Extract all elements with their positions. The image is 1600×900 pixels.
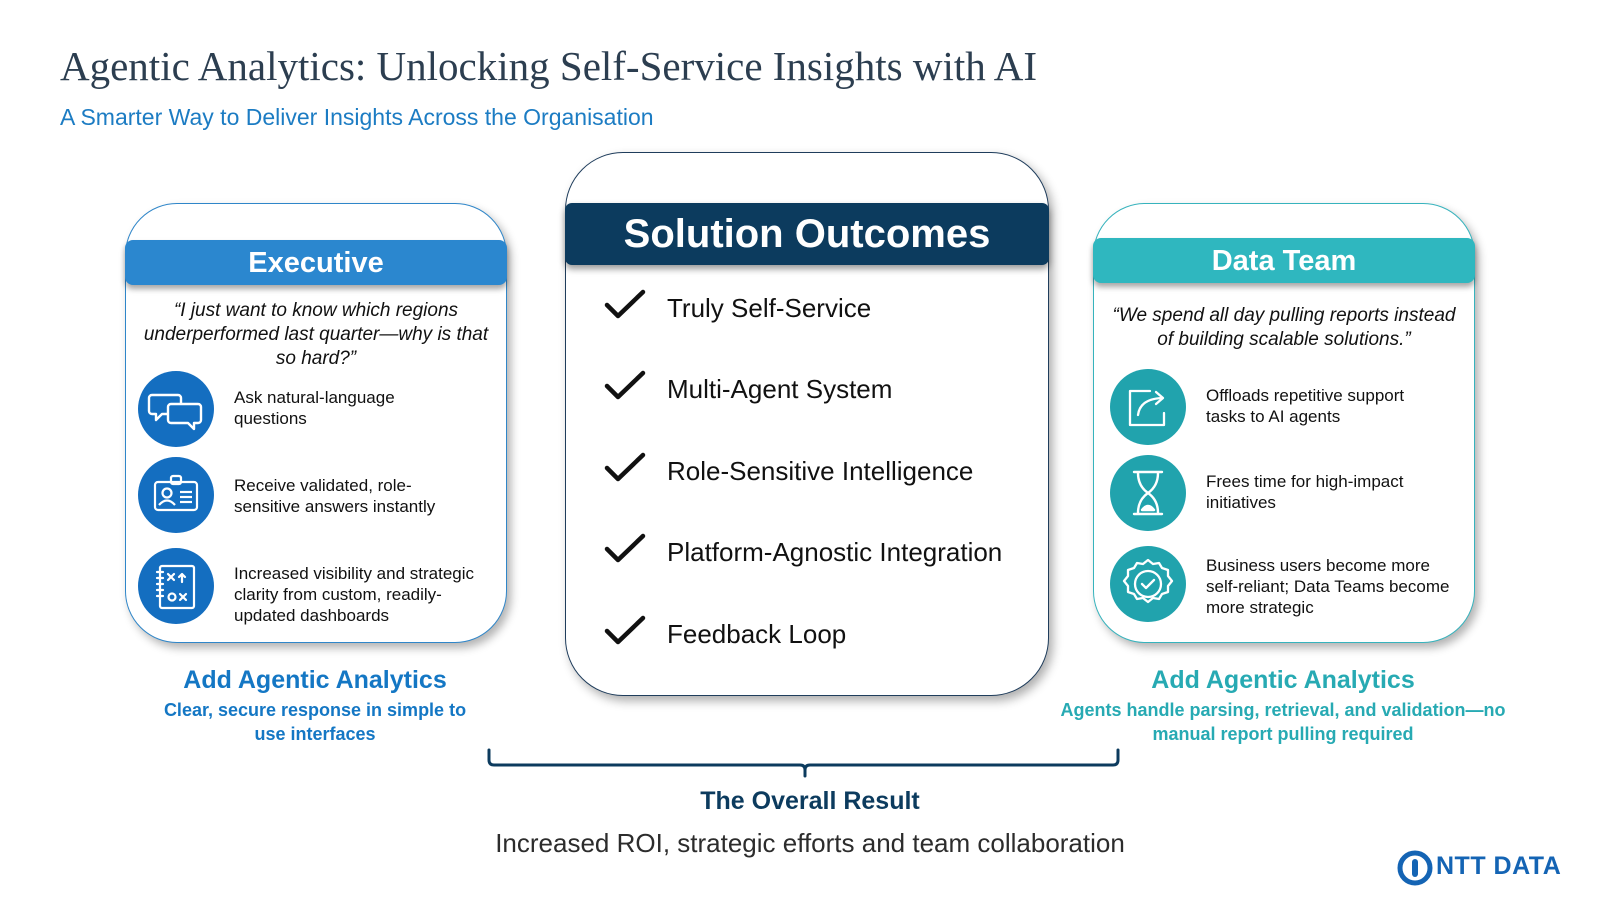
executive-feature-3: Increased visibility and strategic clari… bbox=[234, 564, 475, 625]
verified-badge-icon bbox=[1110, 546, 1186, 622]
check-icon bbox=[604, 452, 646, 482]
chat-bubbles-icon bbox=[138, 371, 214, 447]
outcome-item-1: Truly Self-Service bbox=[667, 293, 872, 323]
outcome-item-2: Multi-Agent System bbox=[667, 374, 893, 404]
hourglass-icon bbox=[1110, 455, 1186, 531]
executive-add-desc: Clear, secure response in simple to use … bbox=[163, 700, 467, 744]
data-team-add-title: Add Agentic Analytics bbox=[1151, 666, 1415, 694]
executive-add-title: Add Agentic Analytics bbox=[183, 666, 447, 694]
solution-outcomes-header: Solution Outcomes bbox=[565, 203, 1049, 265]
ntt-data-logo bbox=[1397, 850, 1433, 886]
overall-bracket bbox=[487, 748, 1120, 778]
overall-result-title: The Overall Result bbox=[700, 787, 920, 815]
page-subtitle: A Smarter Way to Deliver Insights Across… bbox=[60, 104, 654, 130]
outcome-item-4: Platform-Agnostic Integration bbox=[667, 537, 1003, 567]
id-card-icon bbox=[138, 457, 214, 533]
data-team-quote: “We spend all day pulling reports instea… bbox=[1112, 305, 1456, 350]
executive-feature-2: Receive validated, role-sensitive answer… bbox=[234, 476, 436, 516]
page-title: Agentic Analytics: Unlocking Self-Servic… bbox=[60, 43, 1038, 89]
data-team-add-desc: Agents handle parsing, retrieval, and va… bbox=[1060, 700, 1506, 744]
check-icon bbox=[604, 289, 646, 319]
outcome-item-5: Feedback Loop bbox=[667, 619, 847, 649]
data-team-feature-3: Business users become more self-reliant;… bbox=[1206, 556, 1450, 617]
check-icon bbox=[604, 533, 646, 563]
overall-result-text: Increased ROI, strategic efforts and tea… bbox=[495, 828, 1125, 858]
strategy-board-icon bbox=[138, 548, 214, 624]
executive-header: Executive bbox=[125, 240, 507, 285]
outcome-item-3: Role-Sensitive Intelligence bbox=[667, 456, 974, 486]
share-arrow-icon bbox=[1110, 369, 1186, 445]
data-team-header: Data Team bbox=[1093, 238, 1475, 283]
executive-quote: “I just want to know which regions under… bbox=[143, 300, 489, 369]
executive-feature-1: Ask natural-language questions bbox=[234, 388, 395, 428]
data-team-feature-2: Frees time for high-impact initiatives bbox=[1206, 472, 1404, 512]
ntt-data-logo-text: NTT DATA bbox=[1436, 852, 1562, 880]
check-icon bbox=[604, 370, 646, 400]
data-team-feature-1: Offloads repetitive support tasks to AI … bbox=[1206, 386, 1405, 426]
check-icon bbox=[604, 615, 646, 645]
